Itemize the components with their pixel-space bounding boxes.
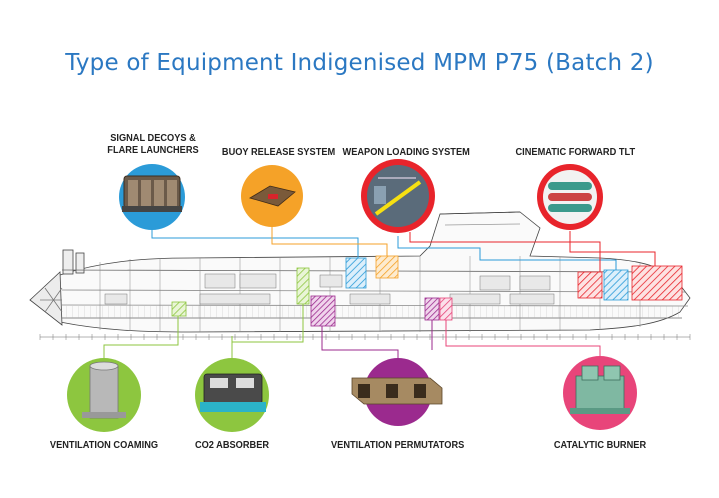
page-title: Type of Equipment Indigenised MPM P75 (B…: [65, 50, 654, 76]
connector-lines: [103, 225, 656, 360]
torpedo-tube-icon: [537, 164, 603, 230]
label-signal-decoys-line2: FLARE LAUNCHERS: [107, 144, 199, 156]
co2-absorber-icon: [195, 358, 269, 432]
zone-coaming: [171, 301, 187, 317]
label-ventilation-coaming: VENTILATION COAMING: [49, 439, 159, 451]
label-catalytic-burner: CATALYTIC BURNER: [553, 439, 647, 451]
label-signal-decoys: SIGNAL DECOYS & FLARE LAUNCHERS: [105, 132, 202, 156]
catalytic-burner-icon: [563, 356, 637, 430]
label-signal-decoys-line1: SIGNAL DECOYS &: [110, 132, 196, 144]
buoy-release-icon: [241, 165, 303, 227]
zone-forward-tlt-blue: [603, 269, 629, 301]
label-forward-tlt: CINEMATIC FORWARD TLT: [515, 146, 636, 158]
zone-permutators-2: [424, 297, 440, 321]
label-co2-absorber: CO2 ABSORBER: [194, 439, 270, 451]
zone-weapon-loading: [345, 257, 367, 289]
label-buoy-release: BUOY RELEASE SYSTEM: [221, 146, 336, 158]
zone-co2-absorber: [296, 267, 310, 305]
highlighted-zones: [171, 255, 683, 327]
decoy-launcher-icon: [119, 164, 185, 230]
permutator-icon: [351, 358, 443, 426]
zone-catalytic-burner: [439, 297, 453, 321]
label-ventilation-permutators: VENTILATION PERMUTATORS: [331, 439, 465, 451]
label-weapon-loading: WEAPON LOADING SYSTEM: [342, 146, 470, 158]
coaming-icon: [67, 358, 141, 432]
zone-forward-tlt: [577, 271, 603, 299]
zone-permutators: [310, 295, 336, 327]
zone-forward-tlt-red: [631, 265, 683, 301]
zone-buoy-release: [375, 255, 399, 279]
weapon-loading-icon: [361, 159, 435, 233]
